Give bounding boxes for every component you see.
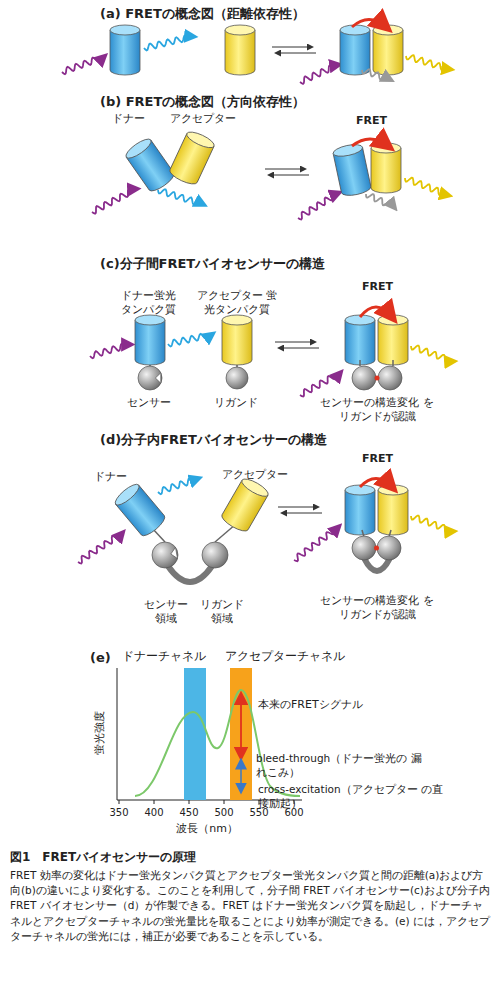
equilibrium-arrows (275, 342, 319, 348)
axis-tick (189, 800, 190, 804)
fret-arrow (352, 20, 386, 28)
bleed-arrow (240, 762, 242, 790)
fluorescent-protein (168, 129, 216, 187)
part-label: アクセプター (222, 468, 288, 482)
part-label: ドナー (112, 112, 145, 126)
equilibrium-arrows (272, 47, 316, 53)
part-label: リガンド 領域 (196, 598, 248, 627)
light-wave (144, 35, 193, 50)
binding-notch (155, 373, 160, 383)
binding-notch (171, 547, 178, 558)
fluorescent-protein (373, 25, 403, 75)
equilibrium-arrows (265, 169, 309, 175)
light-wave (92, 189, 136, 214)
figure-title: 図1 FRETバイオセンサーの原理 (10, 850, 196, 866)
fluorescent-protein (378, 315, 408, 365)
light-wave (168, 334, 212, 347)
fluorescent-protein (123, 136, 176, 194)
callout: cross-excitation（アクセプター の直接励起） (258, 783, 450, 810)
fluorescent-protein (345, 485, 375, 535)
fret-label: FRET (356, 114, 387, 128)
panel-heading: (c)分子間FRETバイオセンサーの構造 (100, 256, 325, 273)
channel-heading: アクセプターチャネル (225, 648, 345, 665)
light-wave (158, 478, 198, 494)
light-wave (405, 178, 448, 196)
light-wave (300, 65, 338, 84)
sensor-sphere (352, 366, 376, 390)
fluorescent-protein (345, 315, 375, 365)
fret-arrow (352, 139, 388, 146)
light-wave (366, 194, 394, 207)
fluorescent-protein (371, 143, 401, 193)
part-label: ドナー (94, 470, 127, 484)
sensor-sphere (152, 542, 178, 568)
fluorescent-protein (332, 142, 372, 197)
fluorescent-protein (112, 481, 167, 539)
linker (392, 360, 394, 366)
axis-title: 蛍光強度 (93, 703, 107, 763)
figure-caption: FRET 効率の変化はドナー蛍光タンパク質とアクセプター蛍光タンパク質と間の距離… (10, 868, 490, 944)
callout: bleed-through（ドナー蛍光の 漏れこみ） (256, 752, 428, 779)
panel-heading: (a) FRETの概念図（距離依存性） (100, 6, 305, 23)
part-label: アクセプター (170, 112, 236, 126)
sensor-sphere (377, 536, 401, 560)
fluorescent-protein (225, 25, 255, 75)
fluorescent-protein (340, 25, 370, 75)
channel-heading: ドナーチャネル (122, 648, 206, 665)
light-wave (298, 193, 338, 219)
light-wave (62, 57, 104, 74)
sensor-sphere (202, 542, 228, 568)
light-wave (300, 373, 340, 397)
light-wave (411, 346, 453, 362)
fluorescent-protein (222, 315, 252, 365)
part-label: ドナー蛍光 タンパク質 (116, 289, 180, 318)
light-wave (362, 69, 390, 79)
fluorescent-protein (110, 25, 140, 75)
tick-label: 400 (142, 806, 166, 819)
tick-label: 350 (107, 806, 131, 819)
panel-heading: (b) FRETの概念図（方向依存性） (100, 94, 305, 111)
light-wave (411, 516, 453, 532)
tick-label: 500 (212, 806, 236, 819)
light-wave (158, 189, 203, 204)
note: センサーの構造変化 をリガンドが認識 (318, 594, 436, 623)
fret-signal-arrow (240, 696, 242, 756)
contact-point (375, 376, 380, 381)
linker (359, 360, 361, 366)
note: センサーの構造変化 をリガンドが認識 (318, 396, 436, 425)
axis-title: 波長（nm） (160, 822, 254, 836)
fret-label: FRET (362, 452, 393, 466)
chart-axes (117, 668, 302, 800)
fret-label: FRET (362, 280, 393, 294)
part-label: センサー 領域 (140, 598, 192, 627)
callout: 本来のFRETシグナル (258, 698, 363, 712)
panel-heading: (e) (90, 650, 111, 667)
fluorescent-protein (135, 315, 165, 365)
sensor-sphere (378, 366, 402, 390)
light-wave (406, 55, 450, 70)
channel-band: ドナーチャネル (184, 668, 206, 800)
part-label: センサー (127, 396, 171, 410)
contact-point (374, 546, 379, 551)
linker (168, 566, 212, 582)
axis-tick (154, 800, 155, 804)
light-wave (294, 527, 338, 561)
sensor-sphere (352, 536, 376, 560)
part-label: リガンド (214, 396, 258, 410)
tick-label: 450 (177, 806, 201, 819)
fluorescent-protein (378, 485, 408, 535)
axis-tick (119, 800, 120, 804)
fret-arrow (360, 307, 392, 317)
sensor-sphere (138, 366, 162, 390)
light-wave (90, 344, 130, 359)
light-wave (78, 533, 122, 563)
equilibrium-arrows (278, 507, 322, 513)
axis-tick (224, 800, 225, 804)
fluorescent-protein (220, 476, 271, 534)
figure-group (62, 20, 453, 805)
sensor-sphere (226, 367, 248, 389)
part-label: アクセプター 蛍光タンパク質 (193, 289, 281, 318)
panel-heading: (d)分子内FRETバイオセンサーの構造 (100, 432, 327, 449)
fret-arrow (360, 479, 392, 488)
